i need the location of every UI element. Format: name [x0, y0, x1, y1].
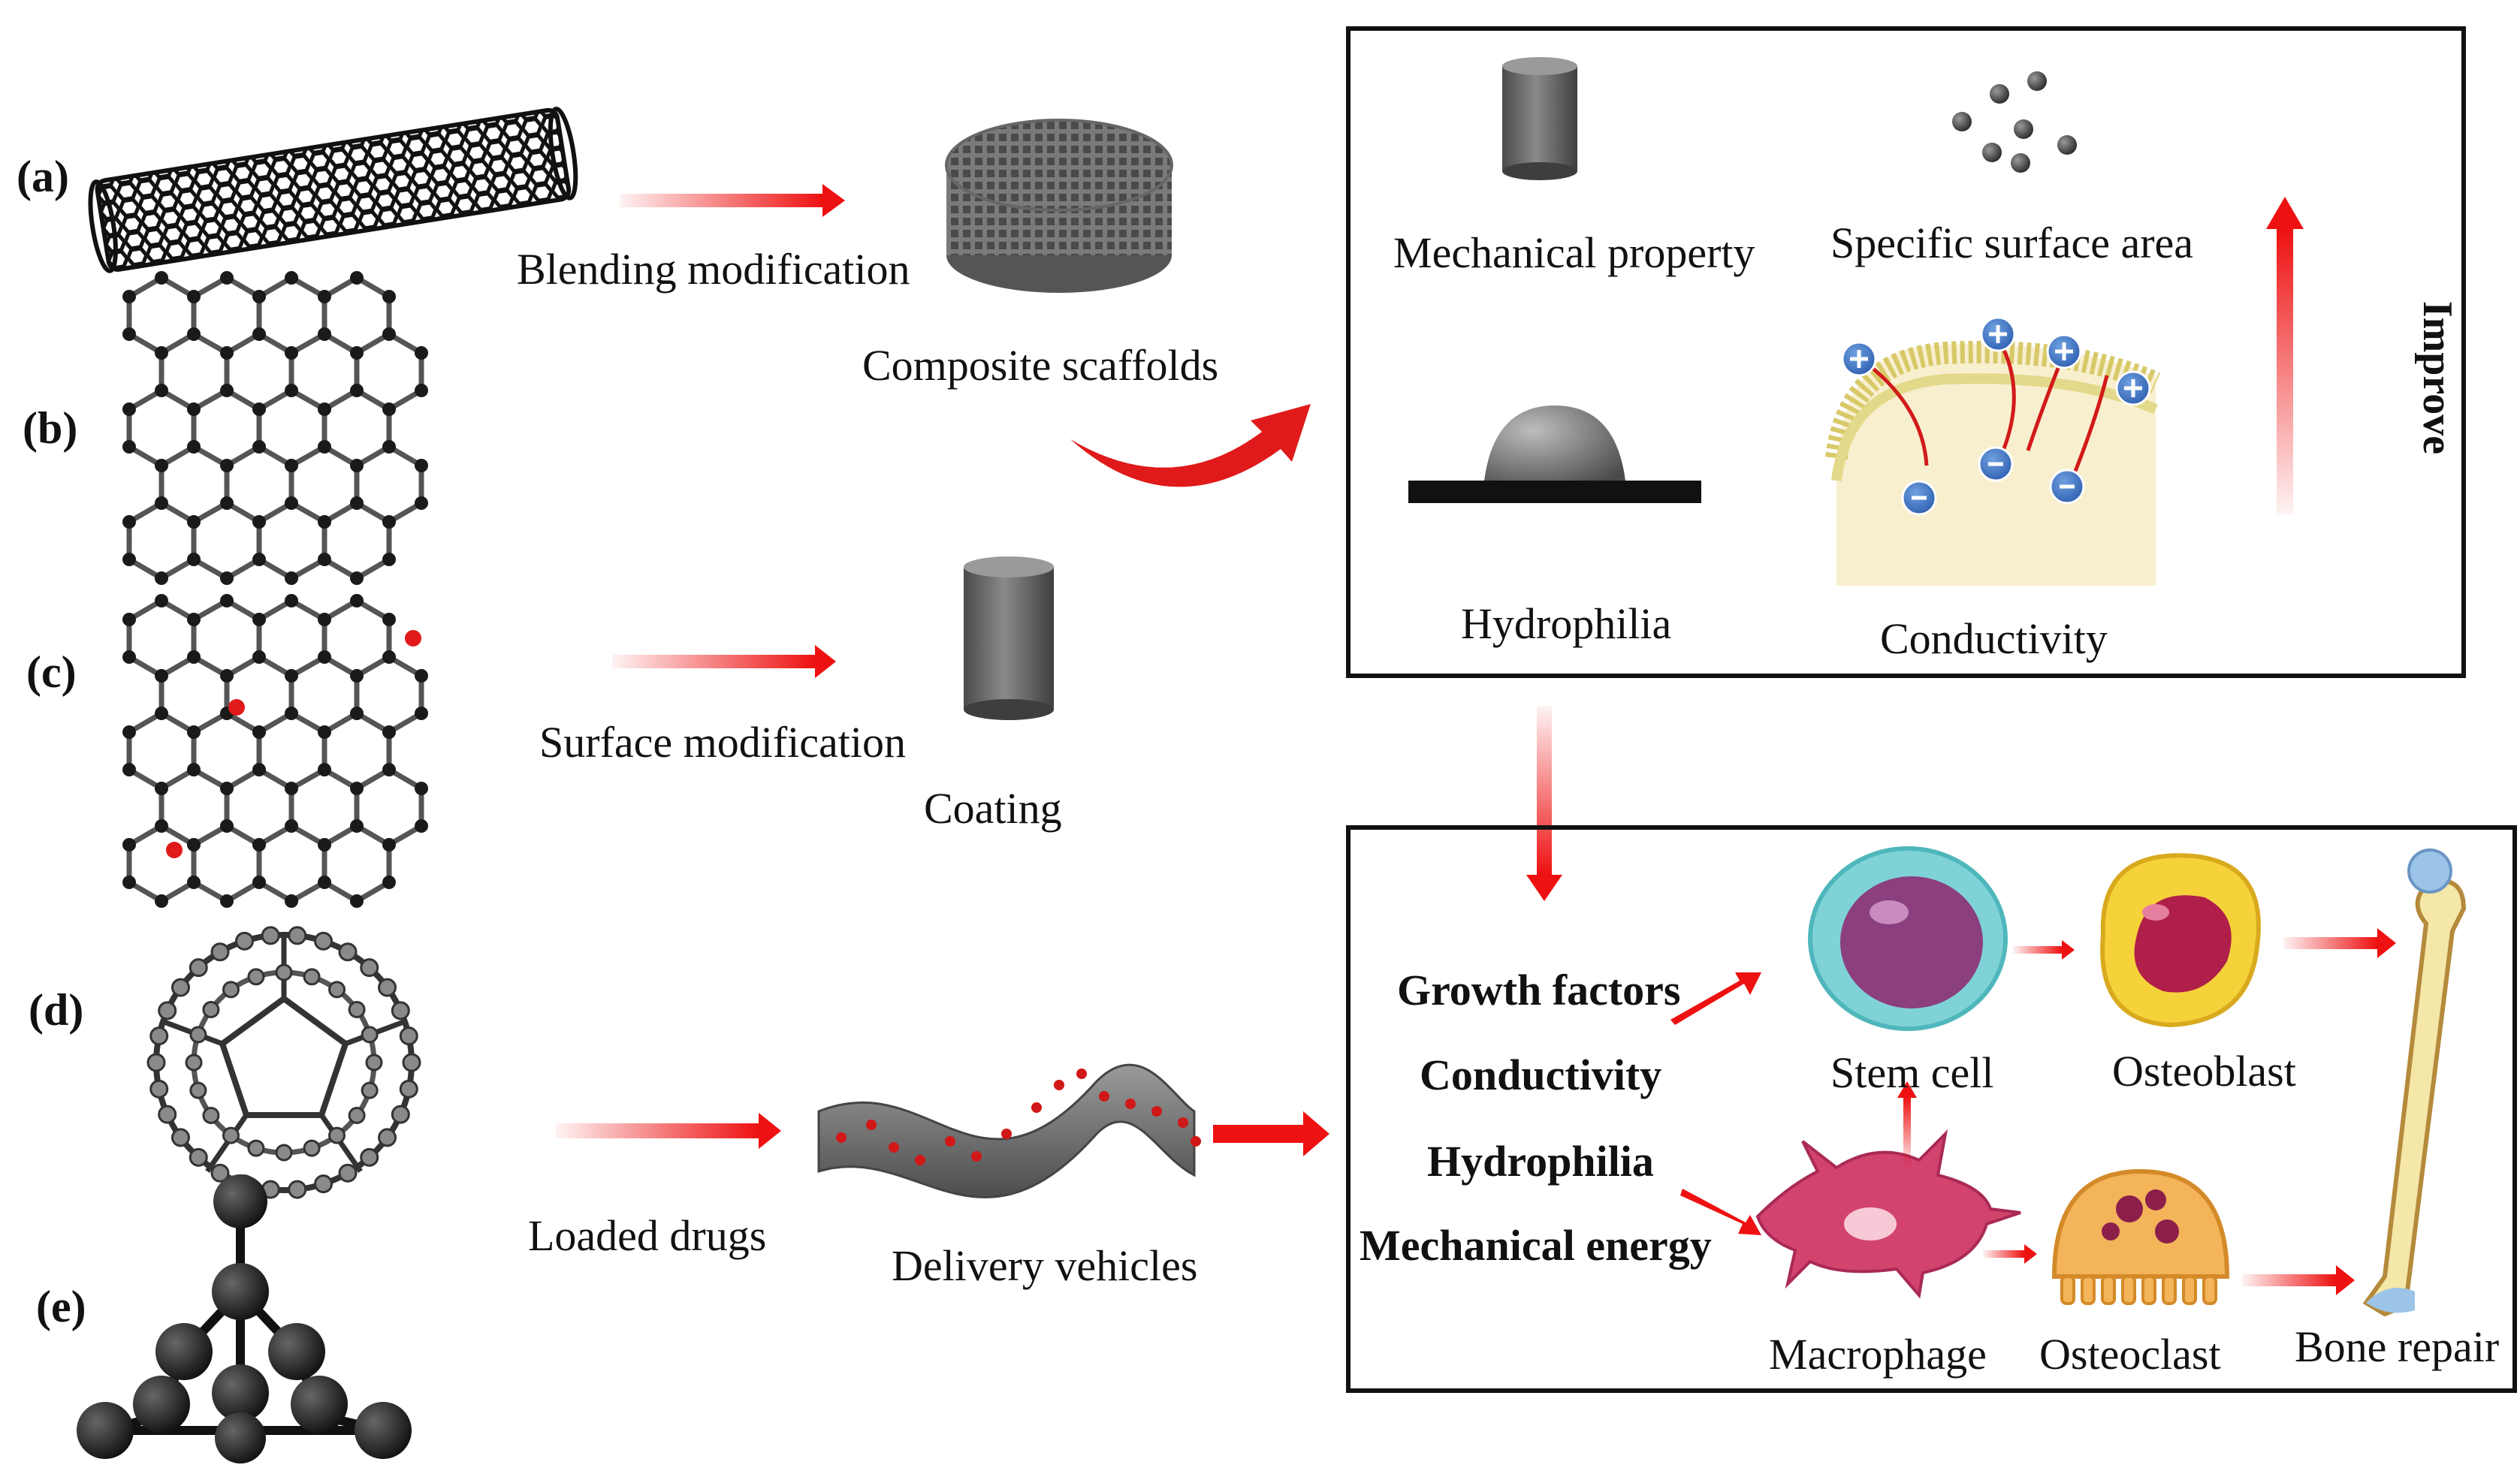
curved-arrow — [1070, 404, 1311, 487]
carbon-nanotube-model — [88, 107, 578, 273]
factor-arrows — [1670, 972, 1761, 1235]
delivery-vehicles-label: Delivery vehicles — [892, 1241, 1198, 1290]
stem-cell-label: Stem cell — [1830, 1048, 1994, 1097]
modified-graphene-model — [122, 594, 428, 908]
panel-label-c: (c) — [26, 647, 77, 697]
osteoclast-to-bone-arrow — [2242, 1265, 2355, 1295]
hydrophilia-property-label: Hydrophilia — [1461, 599, 1672, 648]
panel-label-d: (d) — [29, 985, 84, 1035]
surface-arrow — [612, 645, 836, 678]
mechanical-cylinder-icon — [1502, 57, 1577, 180]
water-droplet-icon — [1408, 405, 1701, 503]
properties-box — [1346, 26, 2466, 678]
bone-icon — [2362, 849, 2467, 1317]
macrophage-icon — [1755, 1129, 2021, 1299]
surface-area-particles-icon — [1952, 71, 2077, 173]
blending-arrow — [620, 184, 845, 217]
delivery-vehicle-ribbon — [817, 1063, 1201, 1198]
down-arrow — [1526, 706, 1562, 901]
bone-repair-label: Bone repair — [2295, 1322, 2500, 1371]
macrophage-label: Macrophage — [1769, 1330, 1987, 1379]
surface-modification-label: Surface modification — [539, 718, 906, 767]
drugs-arrow — [556, 1113, 781, 1149]
functional-group-dots — [166, 630, 421, 858]
conductivity-property-label: Conductivity — [1880, 614, 2108, 663]
osteoblast-to-bone-arrow — [2283, 928, 2396, 958]
coating-cylinder-model — [964, 556, 1054, 720]
composite-scaffold-model — [945, 119, 1173, 293]
nanodiamond-model — [77, 1174, 412, 1463]
stem-to-osteoblast-arrow — [2013, 940, 2075, 960]
fullerene-model — [146, 926, 421, 1199]
coating-label: Coating — [924, 784, 1062, 833]
bone-repair-box — [1346, 825, 2517, 1393]
factor-conductivity: Conductivity — [1420, 1050, 1662, 1099]
osteoblast-label: Osteoblast — [2112, 1047, 2296, 1096]
mechanical-property-label: Mechanical property — [1393, 228, 1755, 277]
factor-growth-factors: Growth factors — [1397, 966, 1681, 1014]
composite-scaffolds-label: Composite scaffolds — [862, 341, 1219, 390]
cell-membrane-conductivity-icon — [1825, 316, 2160, 586]
factor-hydrophilia: Hydrophilia — [1427, 1137, 1654, 1186]
panel-label-b: (b) — [23, 403, 78, 453]
factor-mechanical-energy: Mechanical energy — [1360, 1221, 1712, 1270]
specific-surface-area-label: Specific surface area — [1830, 219, 2194, 267]
osteoblast-icon — [2100, 853, 2261, 1028]
osteoclast-icon — [2051, 1168, 2230, 1305]
stem-cell-icon — [1808, 846, 2008, 1031]
osteoclast-label: Osteoclast — [2039, 1330, 2221, 1379]
panel-label-a: (a) — [17, 152, 69, 201]
loaded-drugs-label: Loaded drugs — [528, 1211, 767, 1260]
panel-label-e: (e) — [36, 1282, 86, 1331]
macrophage-to-stem-arrow — [1897, 1081, 1917, 1168]
improve-arrow — [2266, 197, 2304, 514]
blending-modification-label: Blending modification — [517, 245, 910, 294]
macrophage-to-osteoclast-arrow — [1983, 1244, 2037, 1264]
delivery-arrow — [1213, 1111, 1329, 1156]
graphene-sheet-model — [122, 271, 428, 585]
improve-label: Improve — [2414, 300, 2461, 455]
